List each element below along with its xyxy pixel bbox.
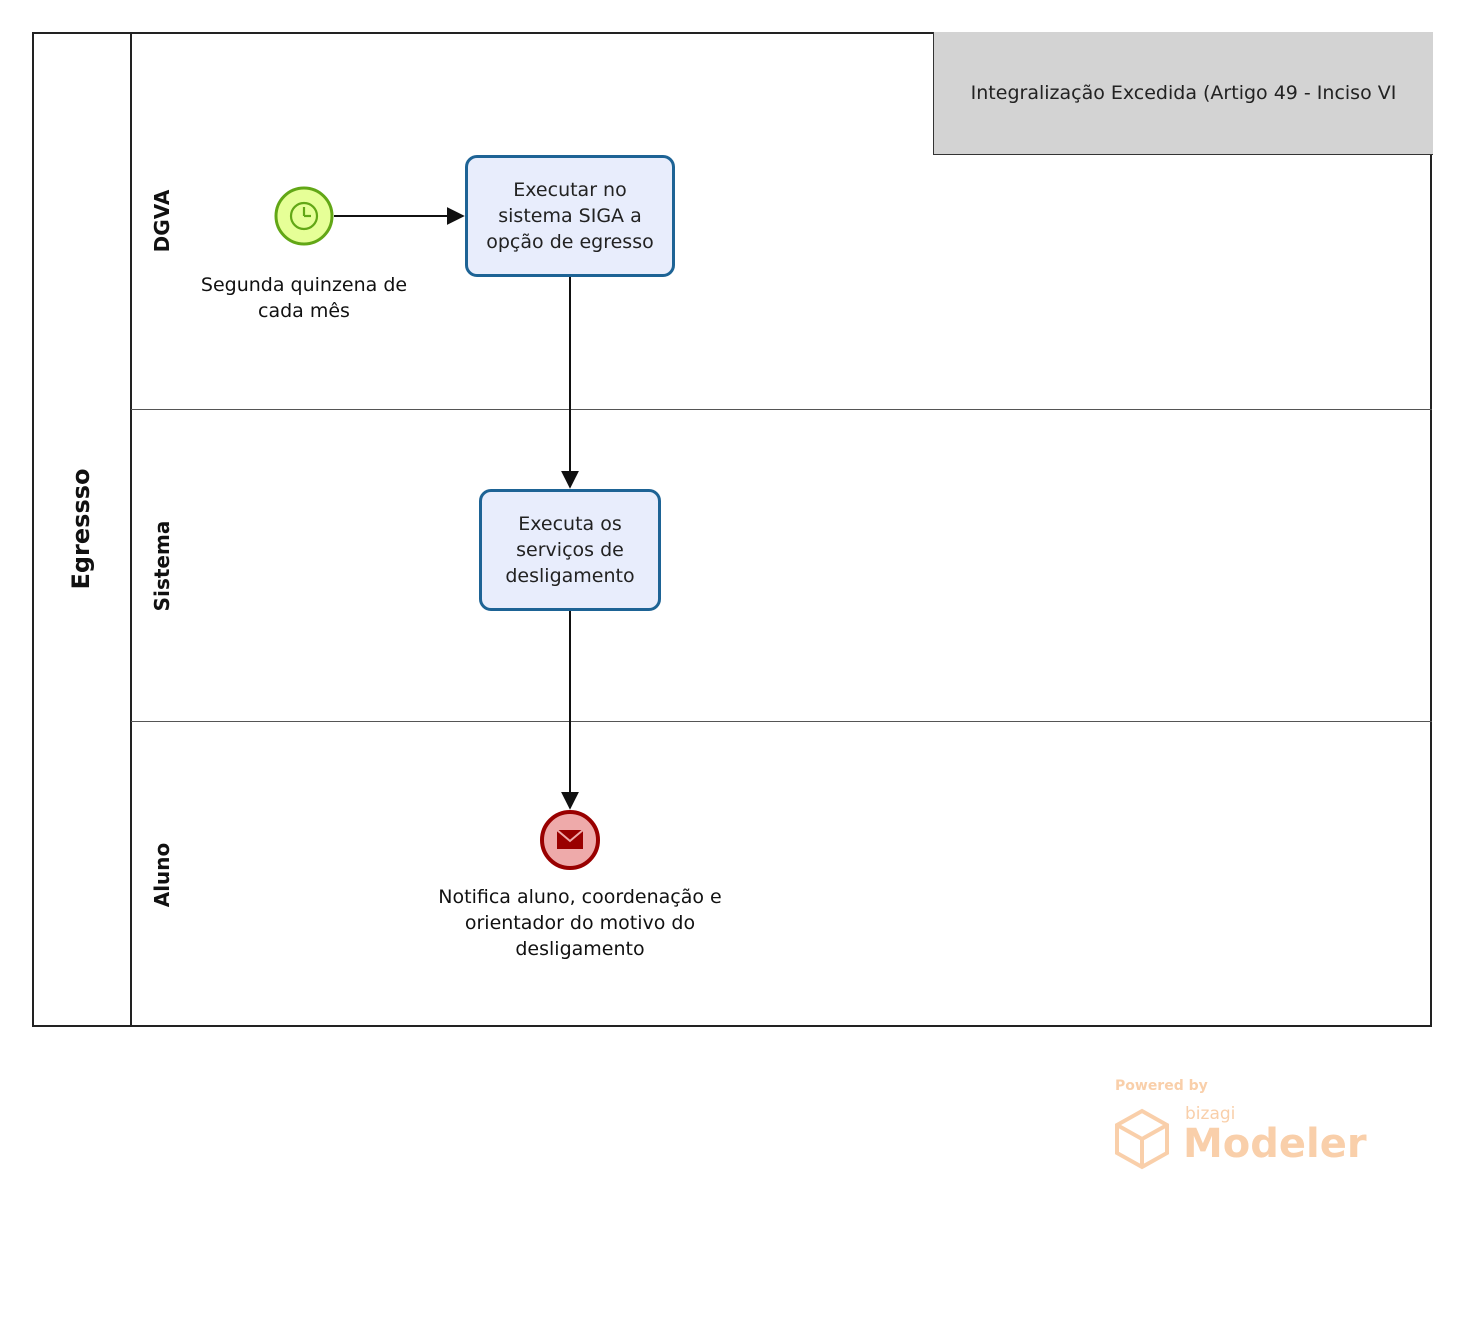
clock-icon [289, 201, 319, 231]
pool [32, 32, 1432, 1027]
start-event-label: Segunda quinzena de cada mês [200, 274, 408, 322]
lane-divider [131, 721, 1432, 722]
bizagi-brand-text: bizagi [1185, 1104, 1236, 1124]
bizagi-watermark: Powered by bizagi Modeler [1113, 1078, 1373, 1178]
bizagi-logo-icon [1115, 1108, 1169, 1170]
powered-by-text: Powered by [1115, 1078, 1208, 1094]
message-end-event[interactable] [540, 810, 600, 870]
annotation-text: Integralização Excedida (Artigo 49 - Inc… [970, 82, 1397, 104]
text-annotation: Integralização Excedida (Artigo 49 - Inc… [933, 32, 1433, 155]
task-executar-siga[interactable]: Executar no sistema SIGA a opção de egre… [465, 155, 675, 277]
end-event-label: Notifica aluno, coordenação e orientador… [438, 886, 722, 960]
modeler-text: Modeler [1183, 1121, 1367, 1167]
envelope-icon [556, 829, 584, 849]
pool-header: Egressso [32, 32, 132, 1027]
task-executa-servicos[interactable]: Executa os serviços de desligamento [479, 489, 661, 611]
lane-divider [131, 409, 1432, 410]
timer-start-event[interactable] [274, 186, 334, 246]
